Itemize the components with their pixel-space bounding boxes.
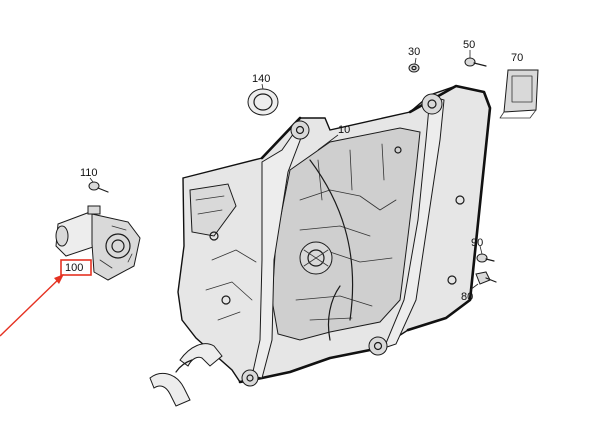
callout-labels: 10 30 50 70 80 90 100 110 140: [65, 39, 523, 303]
part-50-screw: [464, 57, 487, 67]
highlight-arrow: [0, 275, 63, 337]
callout-90: 90: [471, 237, 483, 249]
leader-lines: [89, 50, 483, 291]
callout-10: 10: [338, 124, 350, 136]
callout-140: 140: [252, 73, 270, 85]
part-90-screw: [476, 253, 495, 263]
part-140-grommet: [247, 88, 279, 116]
highlight-box: [60, 259, 92, 276]
callout-30: 30: [408, 46, 420, 58]
highlight-arrowhead: [54, 274, 64, 284]
highlight-annotation: [0, 259, 92, 337]
door-carrier-plate: [149, 84, 492, 407]
part-30-nut: [408, 63, 420, 73]
part-100-window-motor: [55, 205, 141, 281]
part-110-bolt: [88, 181, 109, 193]
callout-100: 100: [65, 262, 83, 274]
part-80-clip: [475, 271, 497, 285]
callout-110: 110: [80, 167, 98, 179]
part-70-connector: [499, 69, 539, 119]
callout-70: 70: [511, 52, 523, 64]
callout-80: 80: [461, 291, 473, 303]
callout-50: 50: [463, 39, 475, 51]
